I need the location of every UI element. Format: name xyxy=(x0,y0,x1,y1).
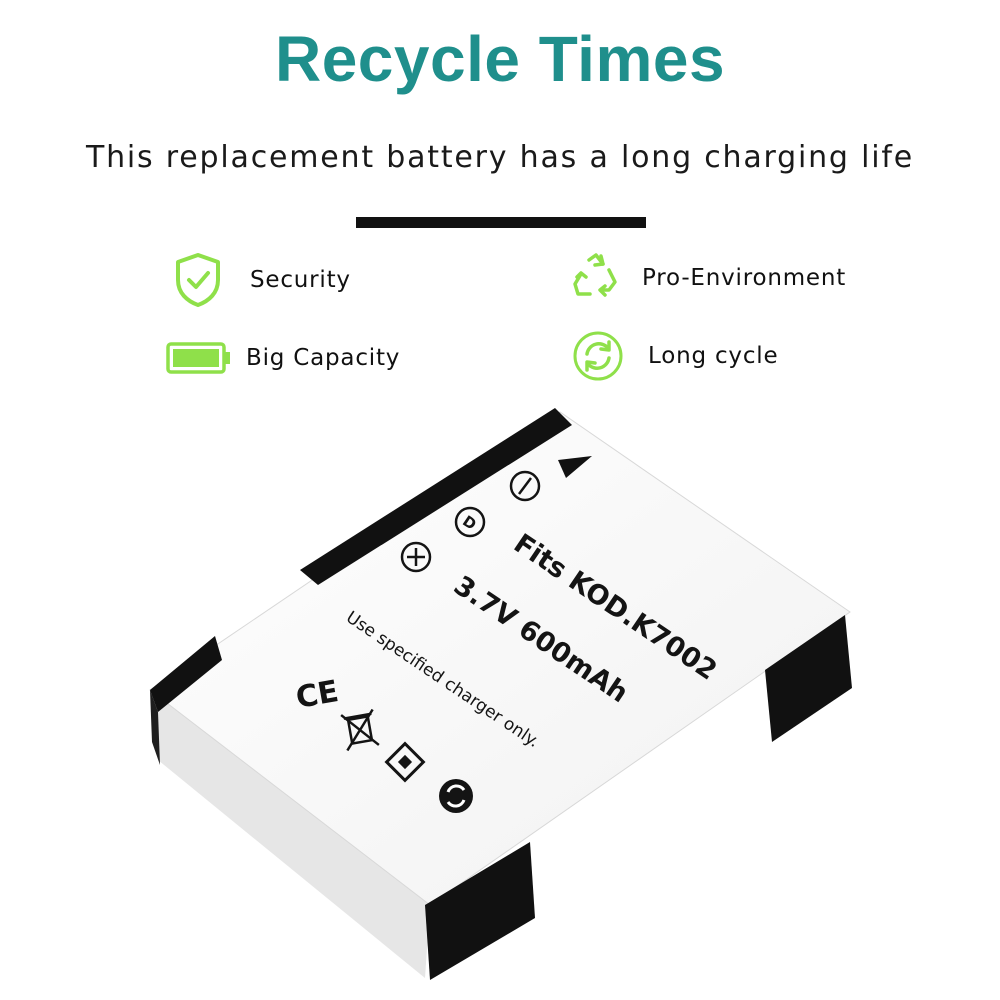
page-title: Recycle Times xyxy=(274,23,726,95)
battery-cap-left-top xyxy=(150,636,222,712)
battery-side xyxy=(150,690,430,978)
terminal-plus-icon xyxy=(400,541,432,573)
refresh-cycle-icon xyxy=(570,328,626,384)
battery-cap-bottom xyxy=(425,842,535,980)
ce-mark: CE xyxy=(293,674,341,716)
shield-check-icon xyxy=(170,252,226,308)
feature-pro-environment-label: Pro-Environment xyxy=(642,265,847,291)
battery-full-icon xyxy=(166,330,232,386)
battery-illustration: D Fits KOD.K7002 3.7V 600mAh Use specifi… xyxy=(149,408,852,980)
feature-long-cycle-label: Long cycle xyxy=(648,343,779,369)
insert-arrow-icon xyxy=(558,456,592,478)
feature-security: Security xyxy=(170,252,351,308)
compliance-mark-icon xyxy=(384,741,426,783)
page-subtitle: This replacement battery has a long char… xyxy=(85,140,915,175)
feature-big-capacity: Big Capacity xyxy=(166,330,400,386)
feature-security-label: Security xyxy=(250,267,351,293)
feature-big-capacity-label: Big Capacity xyxy=(246,345,401,371)
weee-bin-icon xyxy=(340,708,380,752)
recycle-symbol-icon xyxy=(439,779,473,813)
recycle-icon xyxy=(568,250,624,306)
battery-terminal-strip xyxy=(300,408,572,585)
battery-cap-left-side xyxy=(150,690,160,765)
feature-long-cycle: Long cycle xyxy=(570,328,778,384)
title-divider xyxy=(356,217,646,228)
terminal-minus-icon xyxy=(509,470,541,502)
feature-pro-environment: Pro-Environment xyxy=(568,250,846,306)
battery-cap-right xyxy=(765,615,852,742)
